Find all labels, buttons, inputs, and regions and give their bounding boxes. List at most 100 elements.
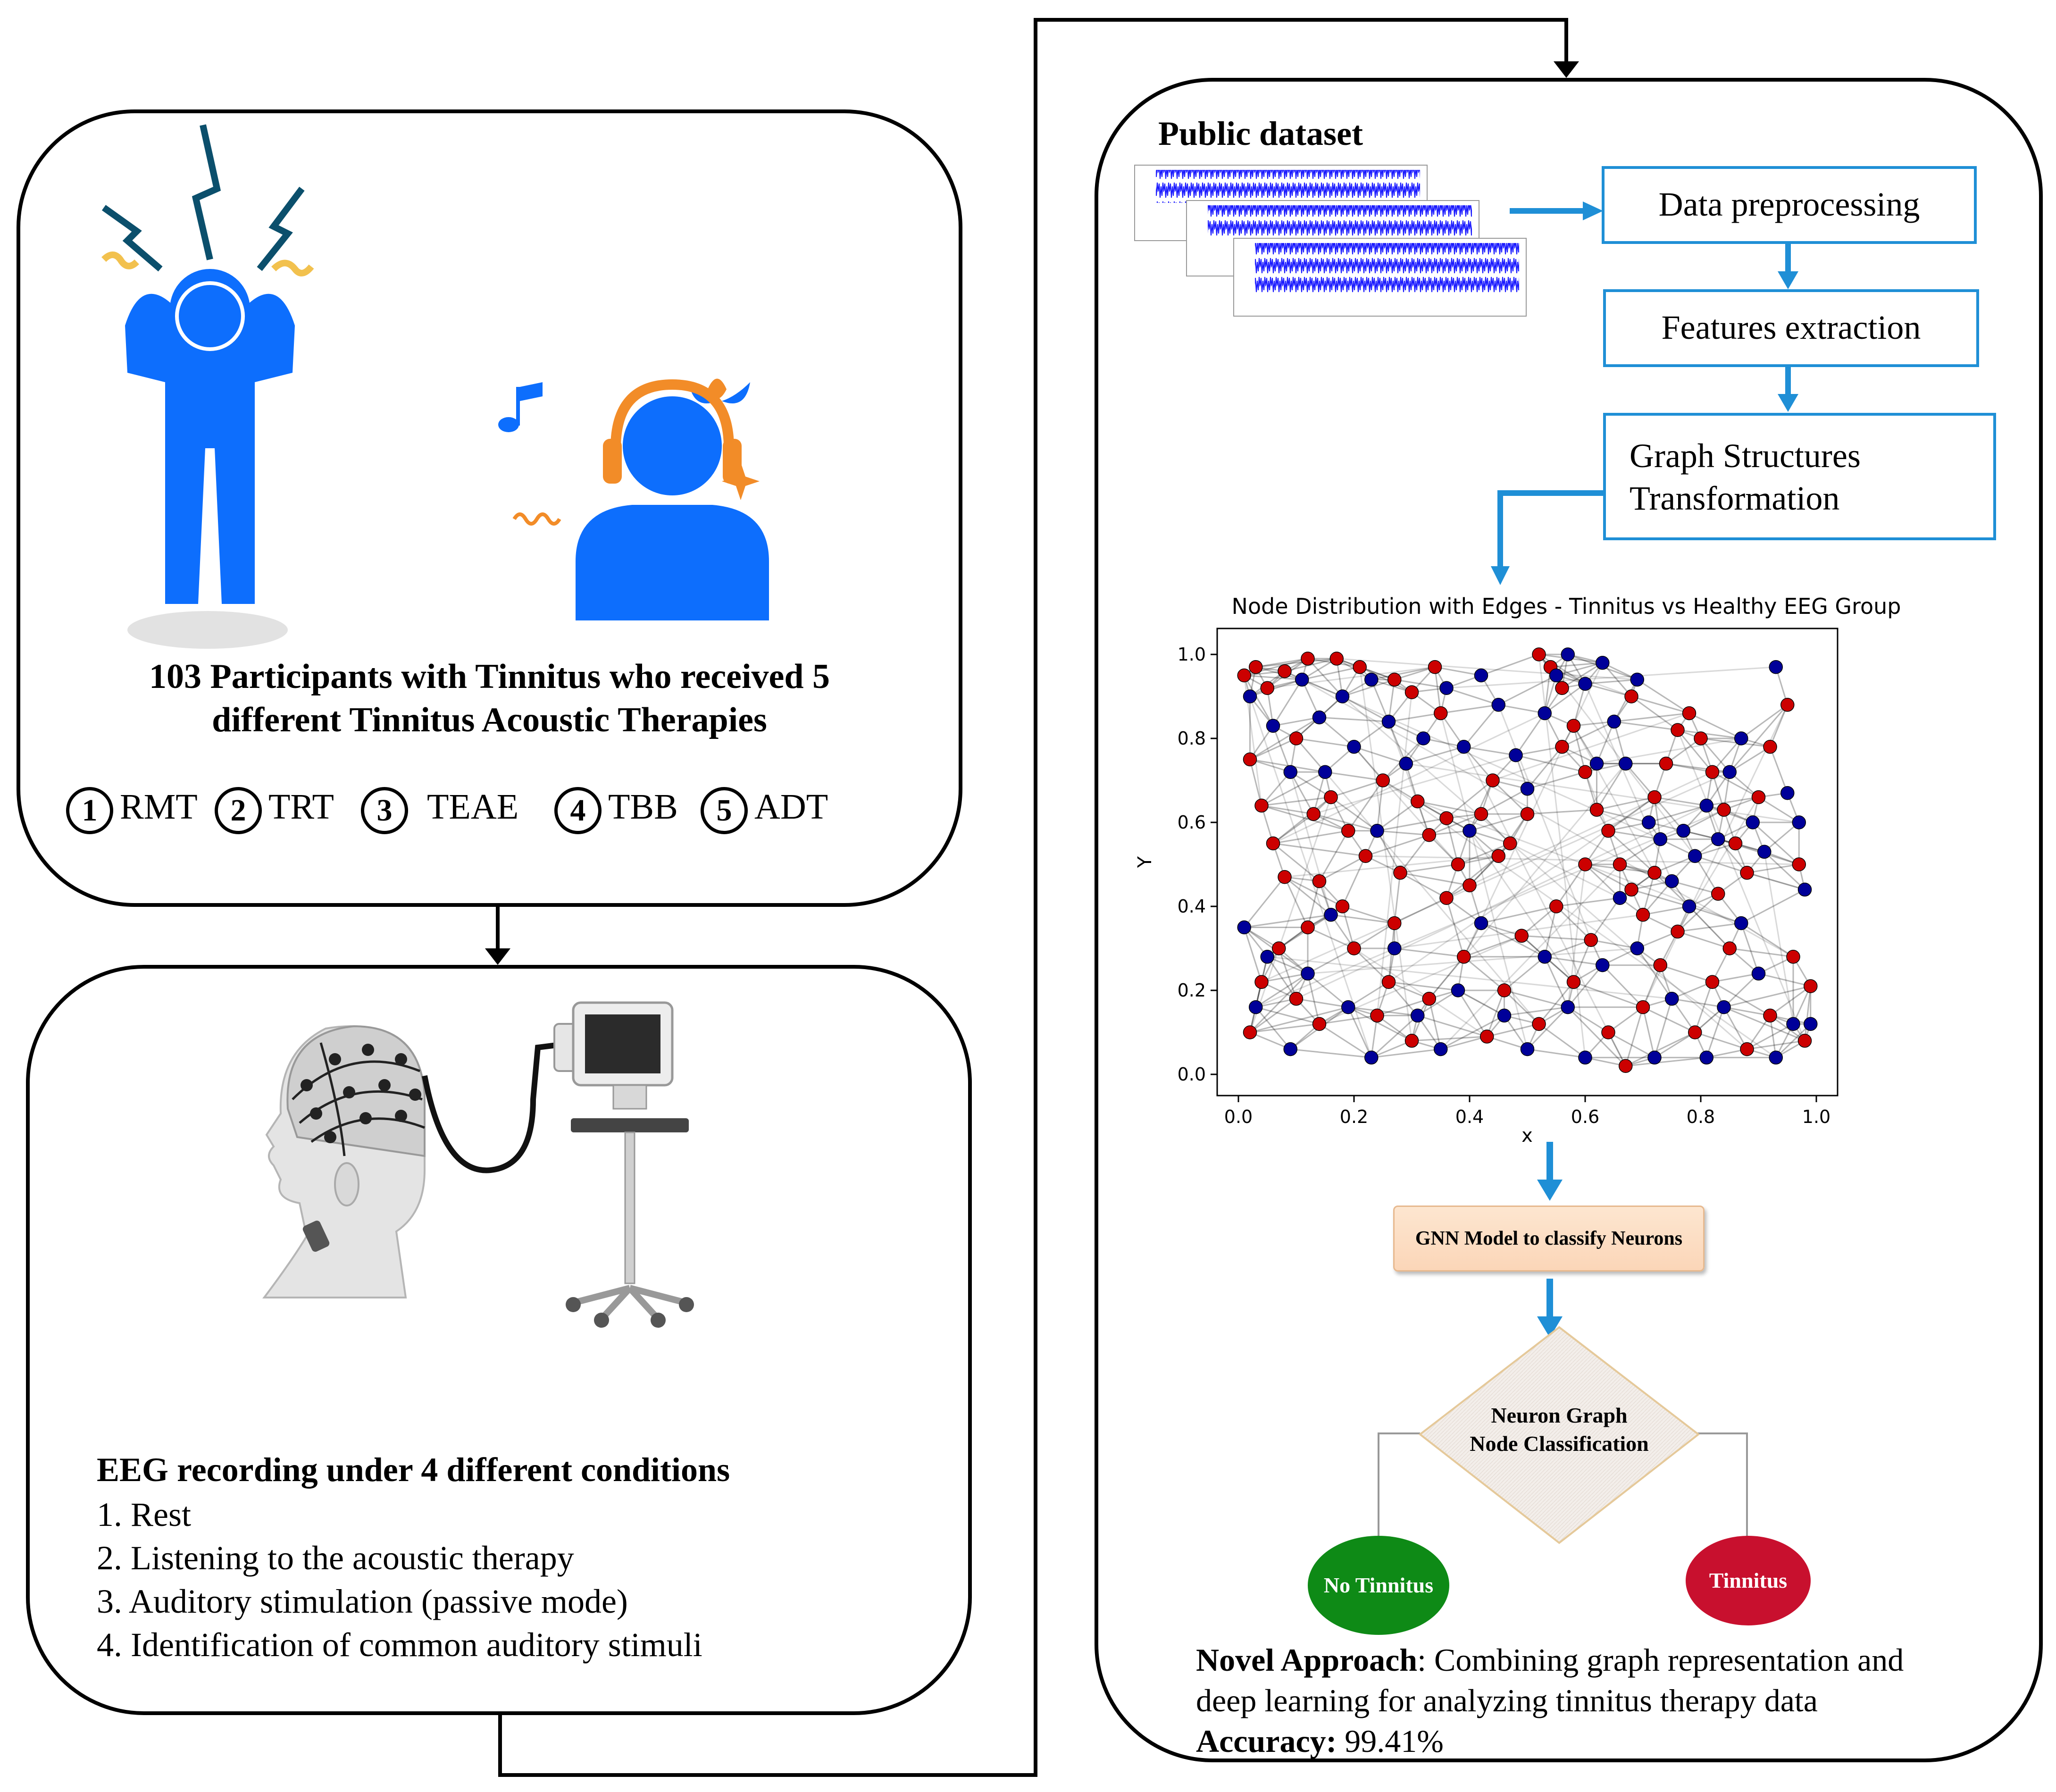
graph-edge [1250,678,1303,697]
graph-edge [1642,1006,1696,1033]
graph-edge [1487,1036,1528,1050]
graph-node [1416,731,1430,745]
graph-edge [1763,851,1805,890]
participants-line-1: 103 Participants with Tinnitus who recei… [149,657,830,696]
graph-edge [1544,956,1569,1008]
graph-edge [1654,796,1707,806]
novel-approach-line-1: Novel Approach: Combining graph represen… [1196,1640,1904,1680]
chart-title: Node Distribution with Edges - Tinnitus … [1231,594,1901,619]
graph-edge [1249,973,1309,1033]
graph-edge [1428,998,1442,1049]
graph-edge [1480,788,1528,815]
graph-edge [1354,947,1488,1038]
graph-node [1769,1050,1783,1065]
x-axis-label: x [1521,1125,1533,1147]
graph-edge [1492,779,1528,815]
graph-node [1306,807,1321,821]
graph-node [1797,1034,1812,1048]
graph-node [1561,1000,1575,1014]
graph-edge [1347,1006,1372,1058]
graph-edge [1417,1014,1488,1038]
graph-edge [1267,666,1435,689]
graph-edge [1394,678,1447,689]
graph-edge [1469,771,1713,886]
graph-edge [1504,989,1540,1025]
graph-node [1619,756,1633,771]
graph-edge [1486,990,1505,1037]
graph-edge [1730,947,1794,958]
graph-edge [1706,804,1753,823]
graph-edge [1382,779,1777,1058]
graph-edge [1643,905,1689,916]
y-tick-label: 0.6 [1178,812,1206,833]
graph-edge [1712,771,1759,798]
graph-edge [1654,1031,1696,1058]
graph-edge [1429,813,1482,836]
decision-diamond [1418,1326,1700,1544]
graph-node [1786,1017,1800,1031]
graph-edge [1654,998,1673,1058]
graph-edge [1584,863,1621,899]
graph-node [1711,887,1725,901]
graph-node [1347,941,1361,955]
graph-node [1589,756,1604,771]
novel-approach-text: Novel Approach: Combining graph represen… [1196,1640,1904,1761]
graph-node [1566,975,1581,989]
graph-edge [1672,880,1719,895]
eeg-signal-thumbnails [1134,165,1527,317]
graph-edge [1255,658,1308,668]
graph-node [1746,815,1760,829]
graph-edge [1463,746,1494,781]
graph-node [1797,882,1812,897]
graph-edge [1723,1006,1748,1050]
graph-edge [1620,863,1672,882]
graph-edge [1608,1006,1644,1033]
graph-edge [1729,704,1788,773]
graph-node [1636,1000,1650,1014]
graph-edge [1330,914,1395,924]
graph-node [1682,706,1697,720]
graph-node [1538,706,1552,720]
graph-node [1434,1042,1448,1056]
graph-node [1734,916,1748,930]
graph-edge [1614,720,1678,731]
graph-node [1642,815,1656,829]
therapy-label: TRT [268,787,334,827]
graph-edge [1273,717,1320,727]
graph-edge [1457,990,1488,1037]
graph-node [1370,1008,1384,1023]
x-tick-label: 0.0 [1224,1106,1253,1127]
graph-node [1624,689,1638,703]
graph-node [1786,950,1800,964]
graph-edge [1660,964,1713,983]
graph-edge [1608,1031,1655,1058]
graph-edge [1353,947,1389,983]
graph-node [1607,714,1621,729]
graph-edge [1249,759,1262,806]
graph-edge [1463,662,1604,957]
graph-node [1358,849,1373,863]
graph-node [1387,941,1402,955]
graph-edge [1342,695,1747,1050]
graph-edge [1562,662,1603,689]
graph-edge [1741,889,1805,924]
graph-edge [1556,897,1620,907]
graph-edge [1775,1023,1811,1058]
graph-edge [1463,956,1505,991]
graph-edge [1250,1006,1349,1033]
graph-edge [1243,927,1262,982]
graph-node [1341,1000,1355,1014]
graph-node [1387,916,1402,930]
graph-edge [1342,678,1395,697]
graph-node [1439,891,1454,905]
graph-edge [1261,804,1314,815]
graph-edge [1672,981,1713,1000]
therapy-label: RMT [120,787,198,827]
graph-node [1237,668,1251,683]
graph-edge [1498,813,1528,857]
graph-transformation-box: Graph Structures Transformation [1603,413,1996,540]
graph-node [1769,660,1783,674]
graph-edge [1255,1006,1291,1050]
